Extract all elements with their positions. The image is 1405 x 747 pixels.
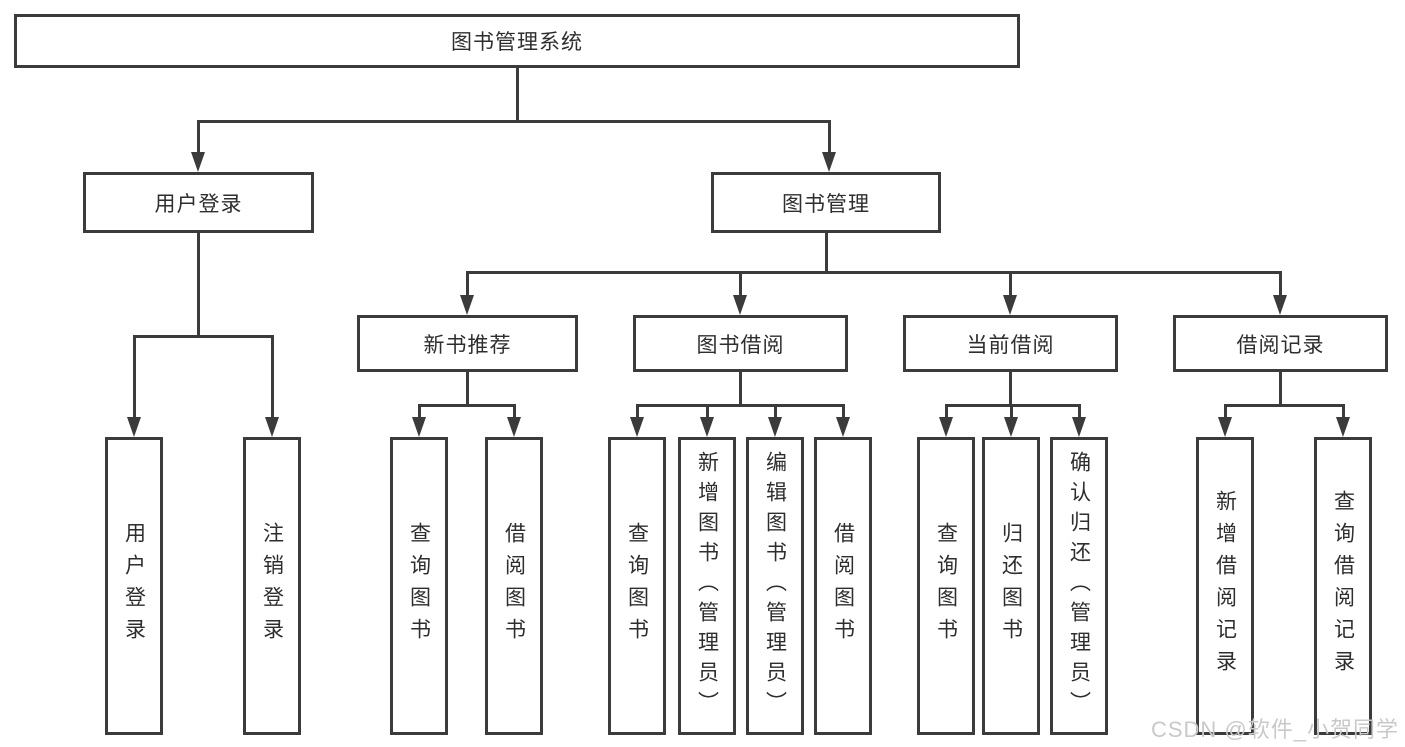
leaf-query-books-recommend-label: 查询图书	[407, 522, 431, 650]
connector-line	[828, 120, 831, 156]
connector-line	[1078, 404, 1081, 419]
connector-line	[945, 404, 948, 419]
connector-line	[1009, 372, 1012, 406]
node-user-login-label: 用户登录	[154, 192, 243, 216]
leaf-query-books-borrowing: 查询图书	[608, 437, 666, 735]
connector-line	[271, 335, 274, 417]
node-current-borrowing: 当前借阅	[903, 315, 1118, 372]
node-library-system-label: 图书管理系统	[451, 31, 583, 54]
connector-line	[636, 404, 639, 419]
leaf-return-books: 归还图书	[982, 437, 1040, 735]
connector-line	[513, 404, 516, 419]
leaf-user-login: 用户登录	[105, 437, 163, 735]
connector-line	[825, 233, 828, 273]
connector-line	[1342, 404, 1345, 419]
node-book-borrowing: 图书借阅	[633, 315, 848, 372]
arrow-down-icon	[265, 417, 279, 437]
node-book-borrowing-label: 图书借阅	[696, 333, 785, 357]
connector-line	[1009, 271, 1012, 297]
leaf-confirm-return-admin: 确认归还（管理员）	[1050, 437, 1108, 735]
connector-line	[418, 404, 421, 419]
arrow-down-icon	[939, 417, 953, 437]
arrow-down-icon	[191, 152, 205, 172]
connector-line	[197, 120, 200, 156]
connector-line	[739, 372, 742, 406]
leaf-user-login-label: 用户登录	[122, 522, 146, 650]
connector-line	[1279, 372, 1282, 406]
connector-line	[197, 233, 200, 337]
leaf-borrow-books-recommend-label: 借阅图书	[502, 522, 526, 650]
leaf-query-books-recommend: 查询图书	[390, 437, 448, 735]
leaf-return-books-label: 归还图书	[999, 522, 1023, 650]
leaf-query-books-borrowing-label: 查询图书	[625, 522, 649, 650]
node-library-system: 图书管理系统	[14, 14, 1020, 68]
connector-line	[1224, 404, 1345, 407]
node-borrowing-records: 借阅记录	[1173, 315, 1388, 372]
node-book-management: 图书管理	[711, 172, 941, 233]
node-new-book-recommend-label: 新书推荐	[423, 333, 512, 357]
connector-line	[1010, 404, 1013, 419]
node-user-login: 用户登录	[83, 172, 314, 233]
arrow-down-icon	[460, 295, 474, 315]
arrow-down-icon	[1072, 417, 1086, 437]
connector-line	[418, 404, 516, 407]
leaf-add-books-admin: 新增图书（管理员）	[678, 437, 736, 735]
connector-line	[133, 335, 136, 417]
arrow-down-icon	[1273, 295, 1287, 315]
connector-line	[466, 271, 469, 297]
connector-line	[706, 404, 709, 419]
leaf-edit-books-admin-label: 编辑图书（管理员）	[763, 451, 787, 721]
arrow-down-icon	[507, 417, 521, 437]
leaf-confirm-return-admin-label: 确认归还（管理员）	[1067, 451, 1091, 721]
connector-line	[739, 271, 742, 297]
leaf-logout: 注销登录	[243, 437, 301, 735]
leaf-borrow-books: 借阅图书	[814, 437, 872, 735]
arrow-down-icon	[700, 417, 714, 437]
connector-line	[842, 404, 845, 419]
connector-line	[774, 404, 777, 419]
arrow-down-icon	[1004, 417, 1018, 437]
arrow-down-icon	[1336, 417, 1350, 437]
node-book-management-label: 图书管理	[782, 192, 870, 216]
connector-line	[1279, 271, 1282, 297]
leaf-add-borrow-record-label: 新增借阅记录	[1213, 490, 1237, 682]
connector-line	[516, 68, 519, 122]
connector-line	[1224, 404, 1227, 419]
leaf-query-borrow-record: 查询借阅记录	[1314, 437, 1372, 735]
arrow-down-icon	[630, 417, 644, 437]
arrow-down-icon	[1003, 295, 1017, 315]
node-current-borrowing-label: 当前借阅	[966, 333, 1055, 357]
connector-line	[636, 404, 845, 407]
arrow-down-icon	[733, 295, 747, 315]
connector-line	[945, 404, 1081, 407]
leaf-add-borrow-record: 新增借阅记录	[1196, 437, 1254, 735]
arrow-down-icon	[1218, 417, 1232, 437]
arrow-down-icon	[836, 417, 850, 437]
connector-line	[133, 335, 274, 338]
arrow-down-icon	[412, 417, 426, 437]
leaf-logout-label: 注销登录	[260, 522, 284, 650]
leaf-query-borrow-record-label: 查询借阅记录	[1331, 490, 1355, 682]
node-borrowing-records-label: 借阅记录	[1236, 333, 1325, 357]
node-new-book-recommend: 新书推荐	[357, 315, 578, 372]
connector-line	[466, 271, 1282, 274]
arrow-down-icon	[822, 152, 836, 172]
leaf-borrow-books-recommend: 借阅图书	[485, 437, 543, 735]
leaf-borrow-books-label: 借阅图书	[831, 522, 855, 650]
leaf-query-books-current: 查询图书	[917, 437, 975, 735]
leaf-edit-books-admin: 编辑图书（管理员）	[746, 437, 804, 735]
connector-line	[197, 120, 831, 123]
arrow-down-icon	[127, 417, 141, 437]
connector-line	[466, 372, 469, 406]
leaf-query-books-current-label: 查询图书	[934, 522, 958, 650]
leaf-add-books-admin-label: 新增图书（管理员）	[695, 451, 719, 721]
arrow-down-icon	[768, 417, 782, 437]
